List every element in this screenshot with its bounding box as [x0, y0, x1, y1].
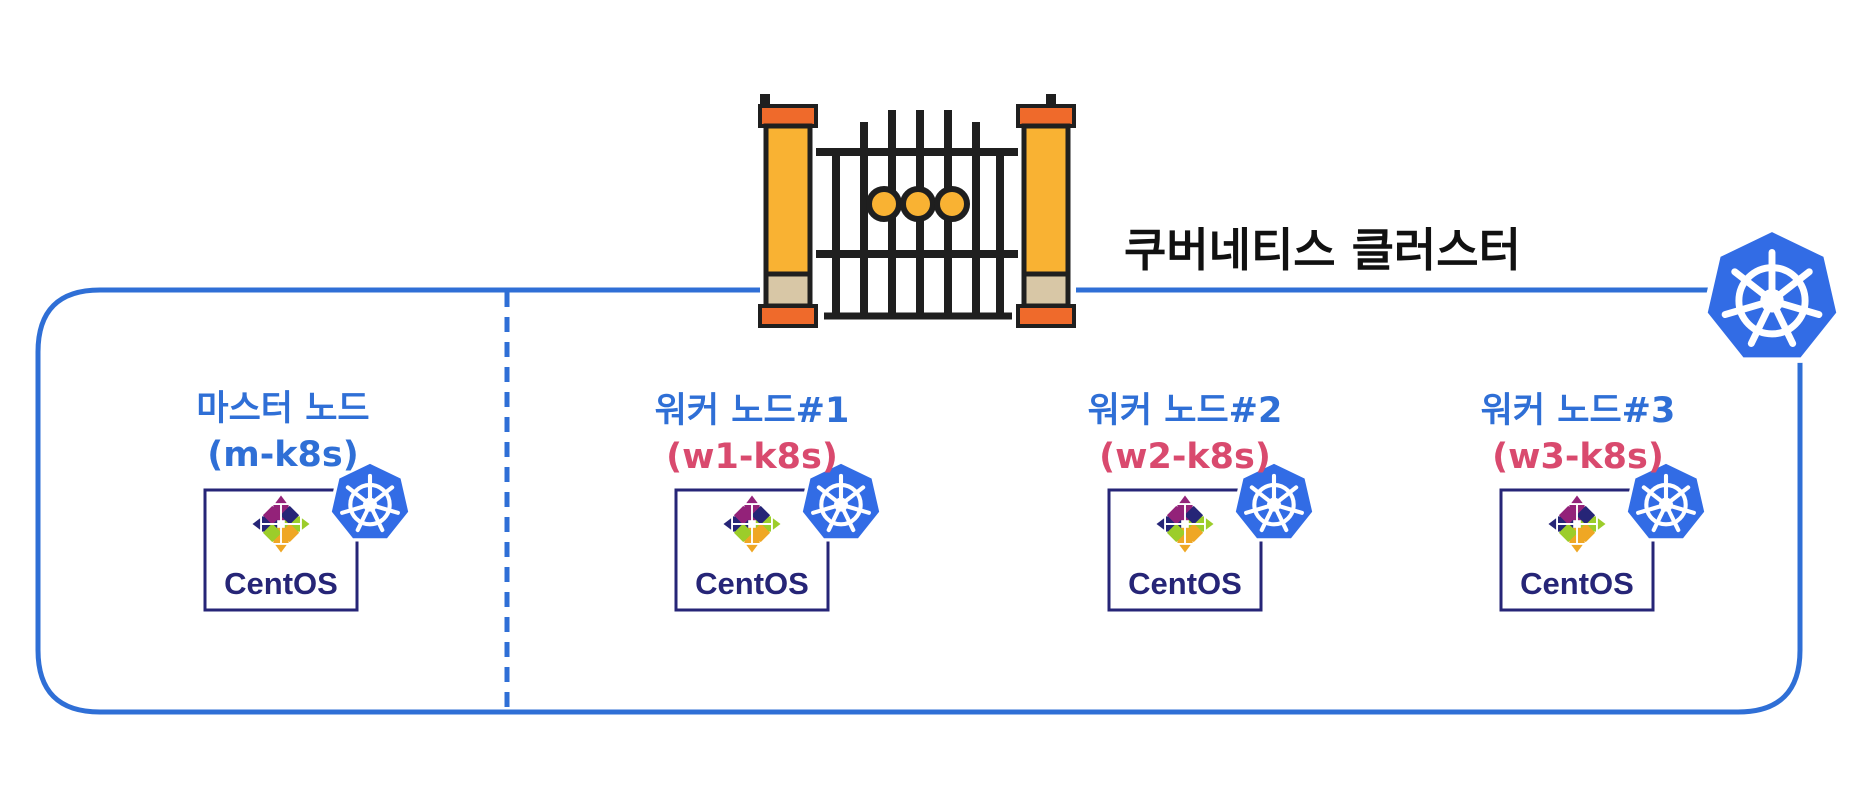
cluster-title: 쿠버네티스 클러스터	[1124, 223, 1521, 277]
centos-logo-text: CentOS	[695, 566, 809, 601]
cluster-kubernetes-icon	[1705, 229, 1839, 360]
node-worker-1: CentOS	[674, 462, 881, 612]
centos-logo-text: CentOS	[1520, 566, 1634, 601]
node-name: 마스터 노드	[196, 389, 370, 429]
node-worker-3: CentOS	[1499, 462, 1706, 612]
node-label-worker-3: 워커 노드#3 (w3-k8s)	[1398, 388, 1758, 480]
centos-logo-text: CentOS	[224, 566, 338, 601]
node-name: 워커 노드#1	[654, 391, 850, 431]
centos-logo-text: CentOS	[1128, 566, 1242, 601]
node-host: (m-k8s)	[207, 435, 359, 475]
node-worker-2: CentOS	[1107, 462, 1314, 612]
node-host: (w3-k8s)	[1492, 437, 1664, 477]
node-name: 워커 노드#2	[1087, 391, 1283, 431]
node-name: 워커 노드#3	[1480, 391, 1676, 431]
node-label-worker-1: 워커 노드#1 (w1-k8s)	[572, 388, 932, 480]
node-master: CentOS	[203, 462, 410, 612]
node-label-worker-2: 워커 노드#2 (w2-k8s)	[1005, 388, 1365, 480]
gate-icon	[758, 94, 1076, 328]
node-host: (w2-k8s)	[1099, 437, 1271, 477]
cluster-border	[35, 287, 1803, 715]
node-label-master: 마스터 노드 (m-k8s)	[103, 386, 463, 478]
node-host: (w1-k8s)	[666, 437, 838, 477]
